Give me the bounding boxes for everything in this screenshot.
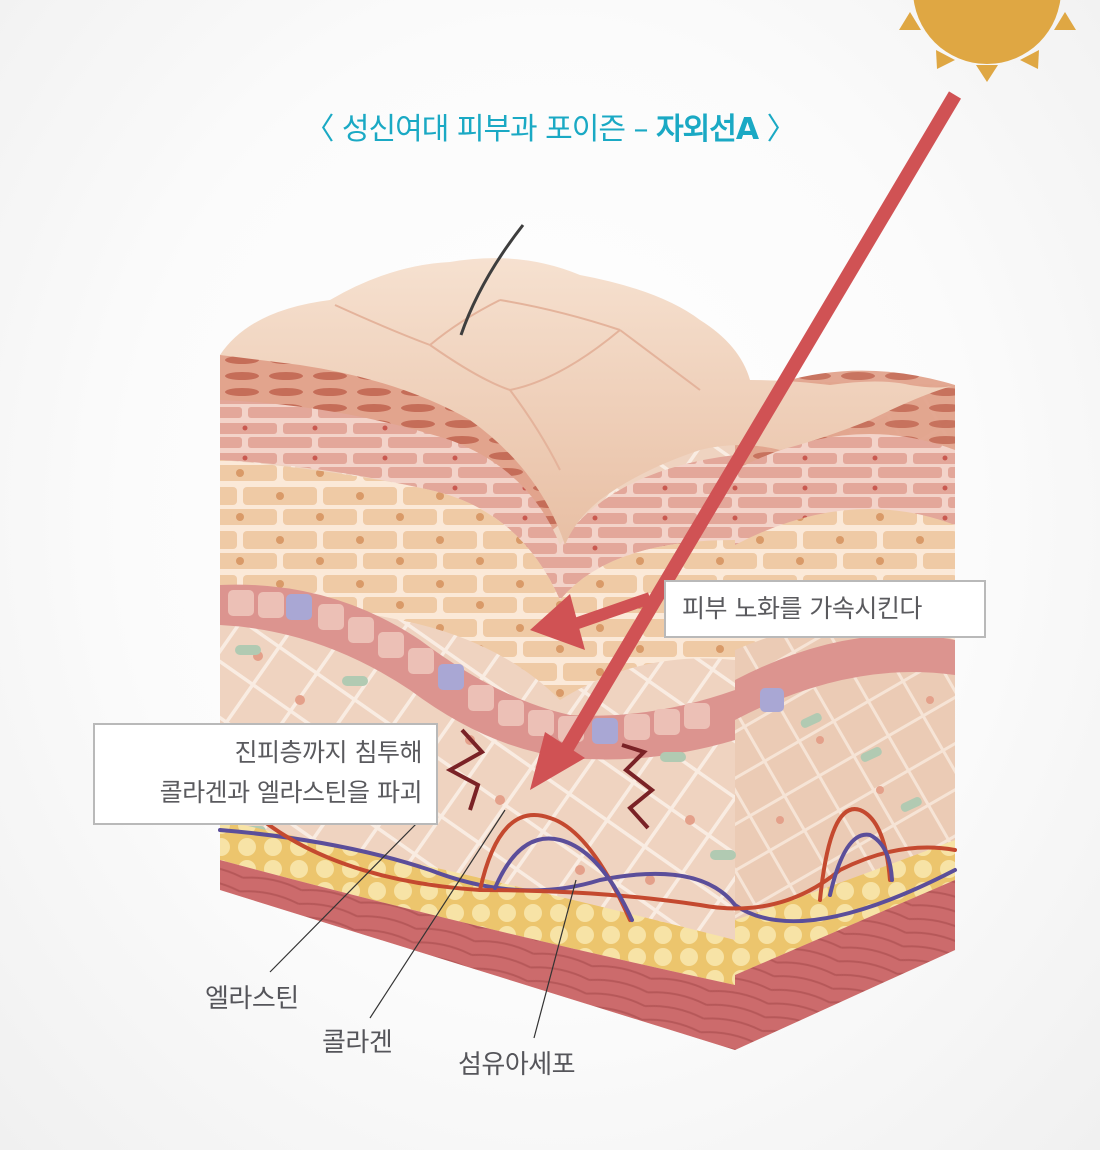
page-title: 〈 성신여대 피부과 포이즌 – 자외선A 〉 <box>0 104 1100 148</box>
sun-icon <box>899 0 1076 82</box>
callout-dermis-line2: 콜라겐과 엘라스틴을 파괴 <box>159 778 423 807</box>
callout-skin-aging: 피부 노화를 가속시킨다 <box>664 580 986 638</box>
label-collagen: 콜라겐 <box>322 1028 393 1058</box>
callout-dermis-line1: 진피층까지 침투해 <box>234 738 423 767</box>
title-prefix: 성신여대 피부과 포이즌 – <box>341 112 657 147</box>
label-elastin: 엘라스틴 <box>205 984 299 1014</box>
uva-ray-arrow <box>530 91 962 790</box>
title-close-bracket: 〉 <box>766 112 797 147</box>
title-open-bracket: 〈 <box>304 112 334 147</box>
zigzag-damage-icon <box>445 728 656 830</box>
title-highlight: 자외선A <box>656 112 759 147</box>
callout-dermis-penetration: 진피층까지 침투해 콜라겐과 엘라스틴을 파괴 <box>93 723 438 825</box>
label-fibroblast: 섬유아세포 <box>458 1050 576 1080</box>
callout-aging-text: 피부 노화를 가속시킨다 <box>682 594 922 623</box>
